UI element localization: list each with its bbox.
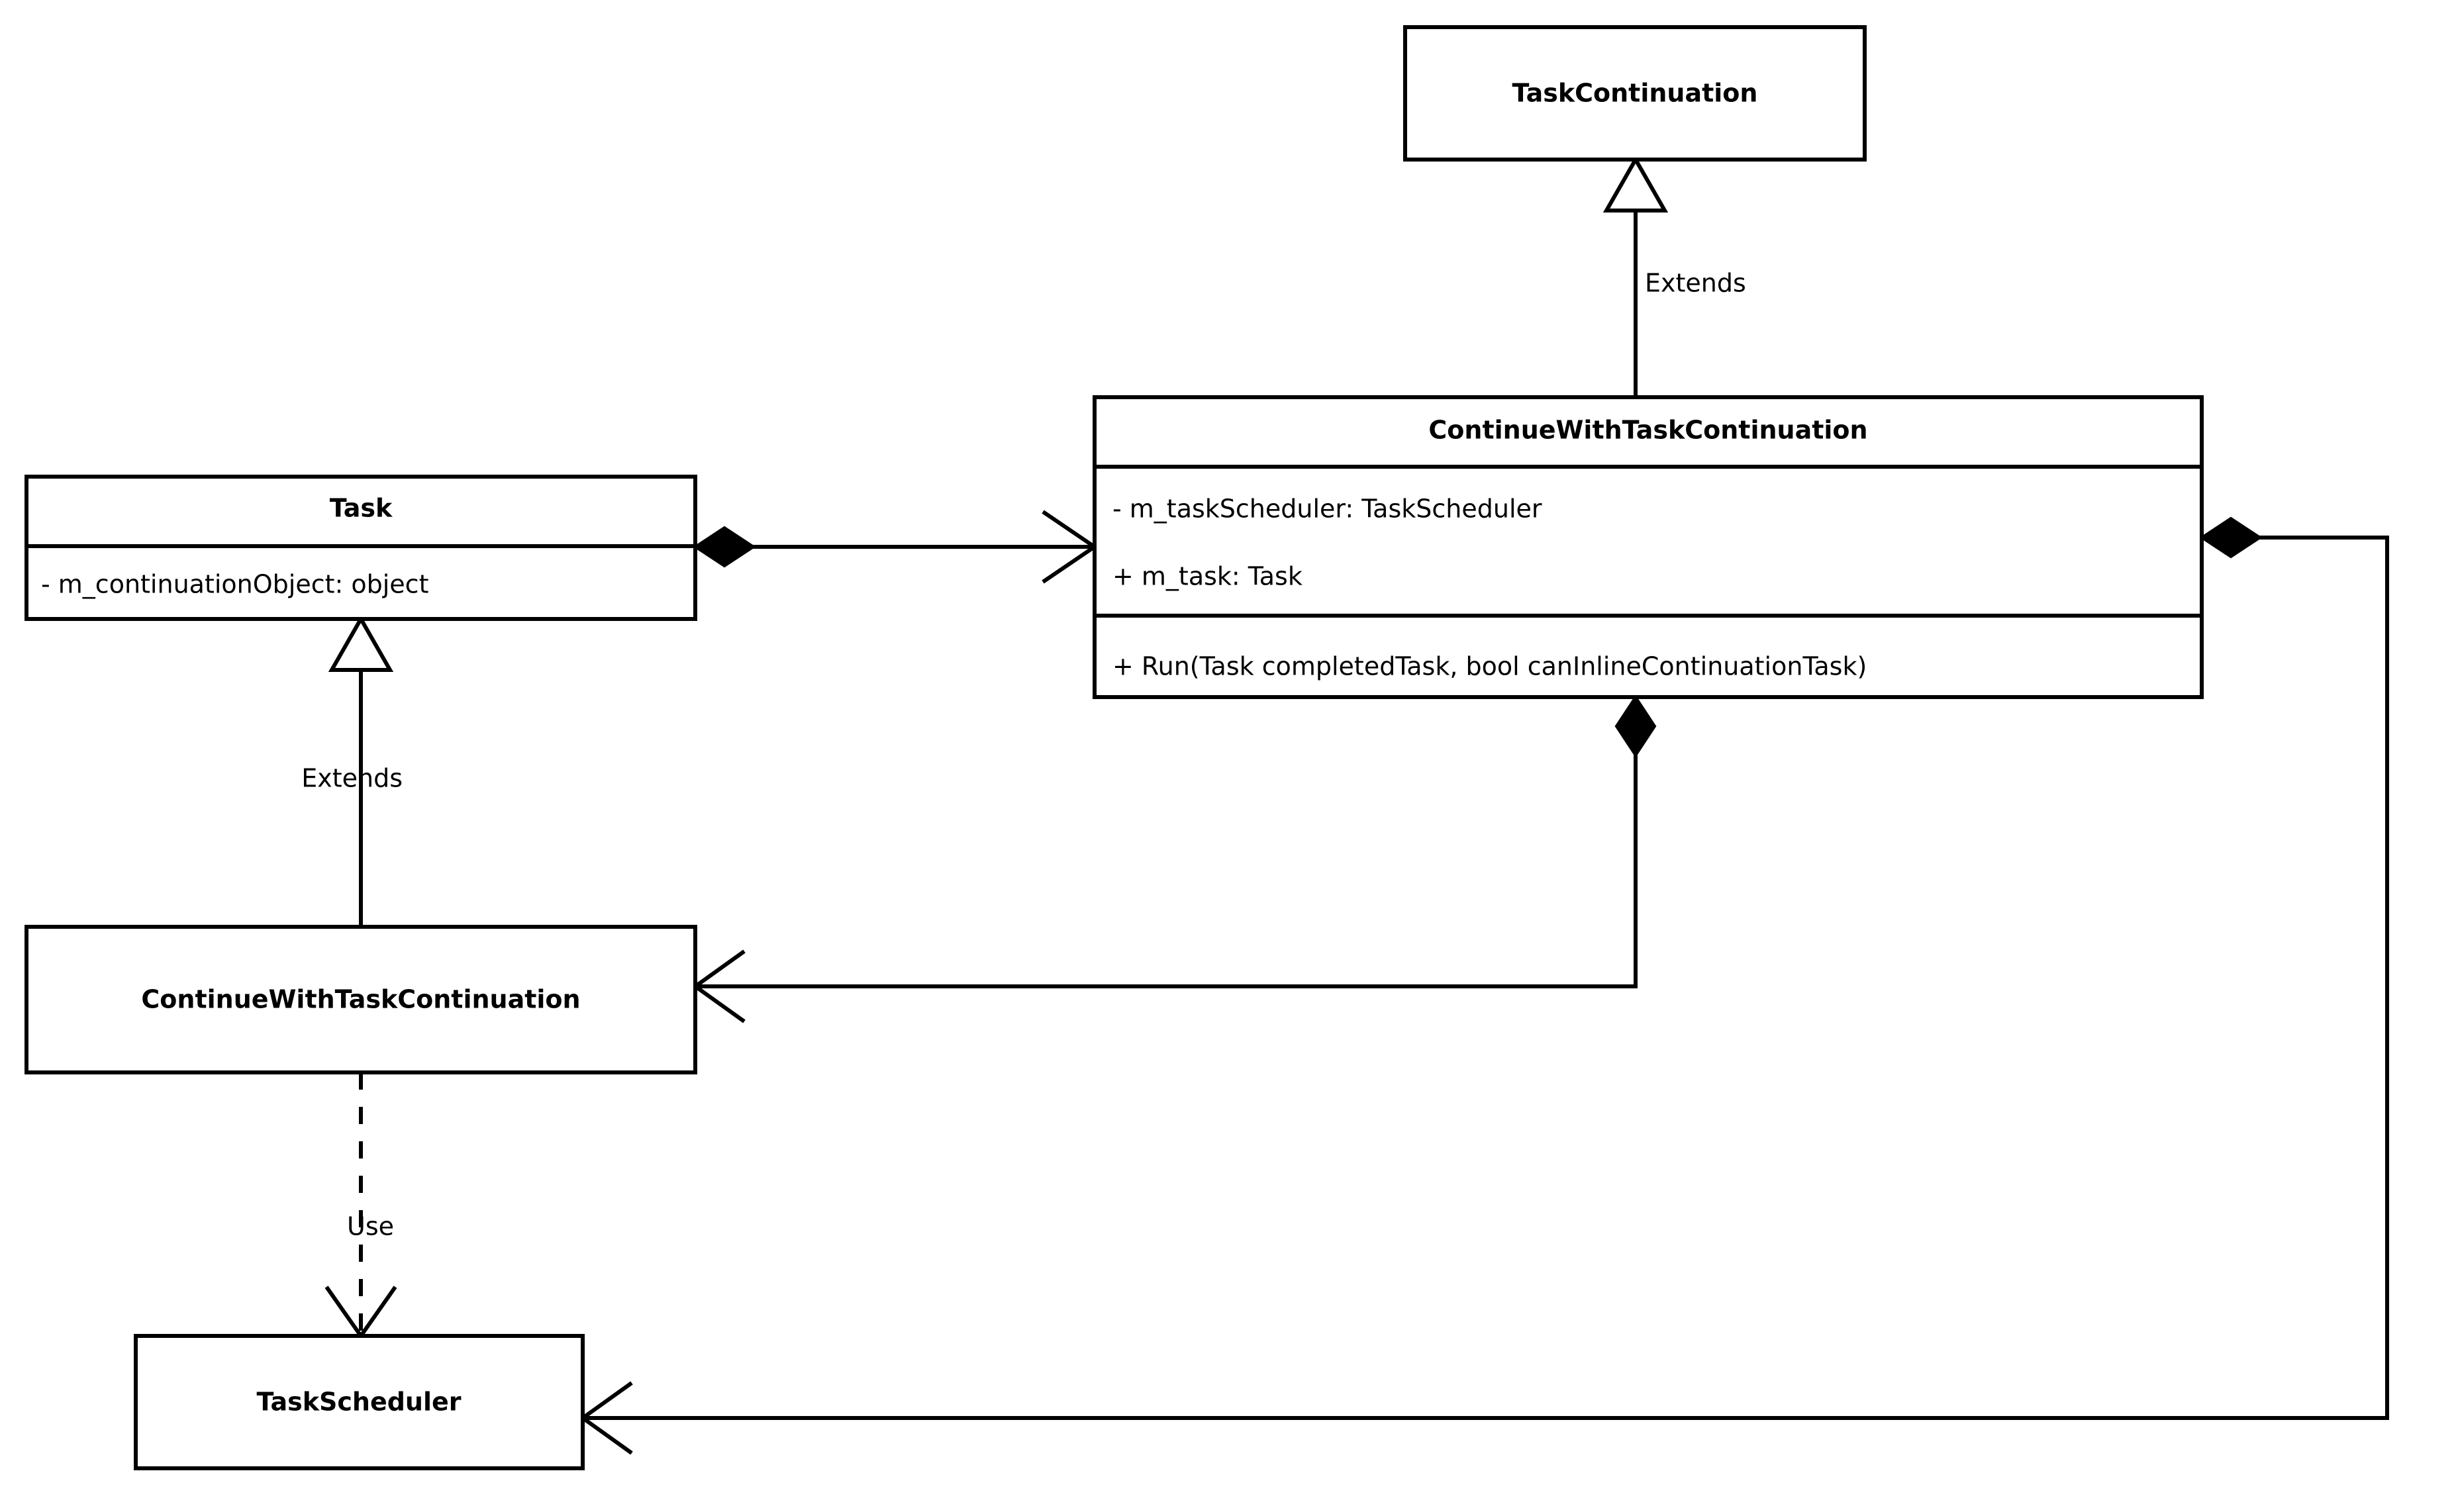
class-name-task-continuation: TaskContinuation <box>1512 79 1758 108</box>
edge-cwtc-composes-cwtc-simple-line <box>695 741 1638 988</box>
generalization-triangle-icon <box>1602 155 1669 213</box>
class-box-continue-with-task-continuation-detail-frame <box>1093 395 2204 699</box>
class-name-continue-with-task-continuation-simple: ContinueWithTaskContinuation <box>141 985 580 1014</box>
class-box-continue-with-task-continuation-detail[interactable]: ContinueWithTaskContinuation - m_taskSch… <box>1093 395 2204 699</box>
class-operation-run: + Run(Task completedTask, bool canInline… <box>1112 652 1867 681</box>
generalization-triangle-icon <box>328 614 394 672</box>
class-box-task-scheduler-frame <box>134 1334 585 1470</box>
class-box-task-continuation[interactable]: TaskContinuation <box>1403 25 1867 162</box>
class-box-task-continuation-frame <box>1403 25 1867 162</box>
class-attribute-m-task-scheduler: - m_taskScheduler: TaskScheduler <box>1112 495 1542 524</box>
edge-label-extends-left: Extends <box>301 764 403 793</box>
class-attribute-m-continuation-object: - m_continuationObject: object <box>41 570 428 599</box>
class-box-task-scheduler[interactable]: TaskScheduler <box>134 1334 585 1470</box>
edge-extends-left[interactable] <box>328 614 394 927</box>
composition-diamond-icon <box>1614 694 1657 758</box>
edge-use-dependency[interactable] <box>324 1072 397 1340</box>
class-attribute-m-task: + m_task: Task <box>1112 562 1303 591</box>
composition-diamond-icon <box>2199 516 2263 559</box>
edge-cwtc-composes-cwtc-simple[interactable] <box>691 694 1657 1023</box>
edge-extends-top[interactable] <box>1602 155 1669 397</box>
class-box-continue-with-task-continuation-simple[interactable]: ContinueWithTaskContinuation <box>25 925 697 1074</box>
class-box-continue-with-task-continuation-simple-frame <box>25 925 697 1074</box>
class-name-task: Task <box>330 494 393 523</box>
edge-label-use-dependency: Use <box>347 1212 394 1241</box>
edge-label-extends-top: Extends <box>1645 269 1746 298</box>
composition-diamond-icon <box>693 526 756 568</box>
class-name-continue-with-task-continuation-detail: ContinueWithTaskContinuation <box>1428 416 1867 445</box>
class-name-task-scheduler: TaskScheduler <box>256 1388 461 1417</box>
edge-cwtc-composes-taskscheduler-line <box>583 536 2389 1420</box>
edge-task-composes-cwtc[interactable] <box>693 510 1099 584</box>
class-box-task[interactable]: Task - m_continuationObject: object <box>25 475 697 621</box>
